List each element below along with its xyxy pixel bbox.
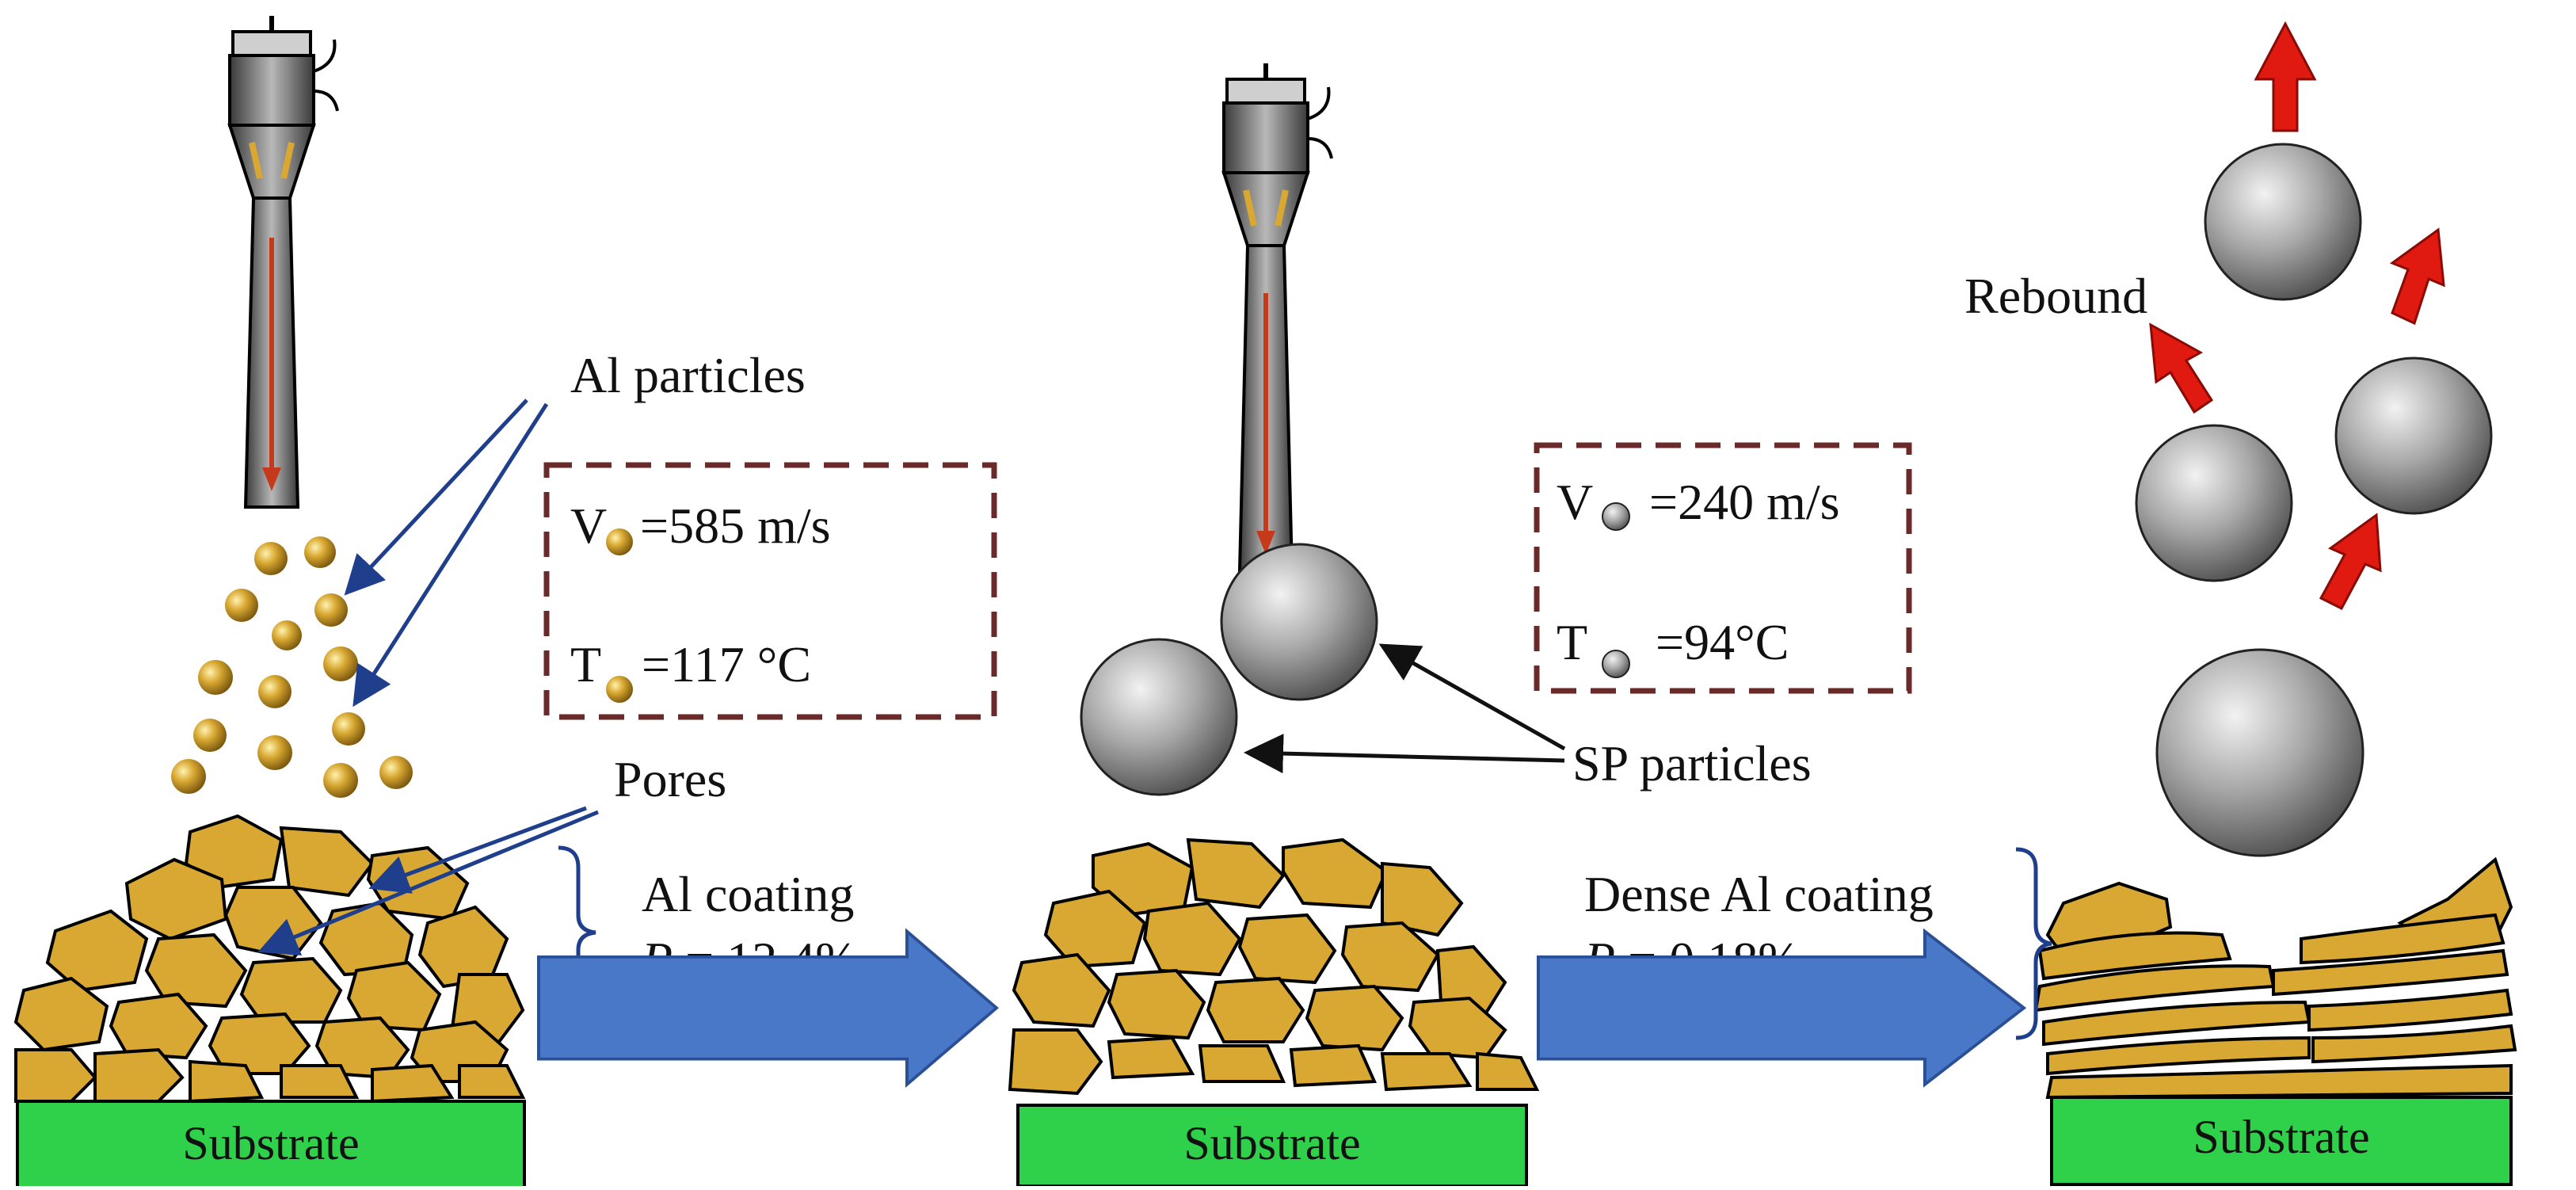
substrate-label-2: Substrate [1183,1117,1360,1169]
temperature-value-2: =94°C [1656,614,1789,670]
rebound-arrow-lower-right [2319,513,2382,610]
substrate-3 [2050,1096,2513,1186]
rebound-arrow-upper-right [2389,227,2445,326]
coating-name-1: Al coating [642,866,854,922]
process-arrow-2 [1537,928,2027,1088]
rebound-particle-top [2204,143,2362,301]
substrate-label-3: Substrate [2193,1111,2369,1163]
rebound-arrow-up [2254,21,2317,132]
temperature-value-1: =117 °C [642,636,811,692]
rebound-arrows [2149,21,2445,610]
substrate-label-1: Substrate [182,1117,359,1169]
temperature-symbol-1: T [570,636,601,692]
rebound-particle-left [2135,424,2293,582]
coating-name-2: Dense Al coating [1584,866,1934,922]
al-coating-peened [1008,837,1540,1096]
velocity-value-1: =585 m/s [640,498,831,554]
temperature-symbol-2: T [1557,614,1587,670]
sp-particles-label: SP particles [1572,735,1812,791]
pores-label: Pores [614,751,726,807]
al-coating-porous [13,814,526,1104]
rebound-arrow-left [2149,322,2214,414]
parameter-box-1 [543,462,997,720]
al-particles-pointer-2 [352,402,549,708]
spray-nozzle-1 [227,16,339,509]
sp-particle-1 [1220,543,1378,701]
process-arrow-1-label: Post shot peening [588,1065,901,1114]
al-particle-icon-t [606,676,633,703]
parameter-box-2 [1534,442,1912,694]
process-arrow-2-label: Resulting coating [1591,1065,1903,1114]
substrate-1 [16,1100,526,1190]
impacting-sp-particle [2155,648,2365,857]
substrate-2 [1016,1104,1528,1188]
rebound-particle-right [2334,357,2493,515]
dense-coating-layer [2033,856,2517,1100]
velocity-value-2: =240 m/s [1649,474,1840,530]
pores-pointer-2 [257,810,599,955]
al-particle-spray [171,536,413,798]
spray-nozzle-2 [1221,63,1333,572]
velocity-symbol-1: V [570,498,607,554]
al-particles-pointer-1 [344,399,528,596]
sp-particle-icon-t [1602,650,1630,678]
sp-particles-pointer-1 [1378,643,1566,751]
coating-bracket-2 [2015,847,2052,1040]
rebound-label: Rebound [1964,268,2147,324]
pores-pointer-1 [368,806,587,894]
velocity-symbol-2: V [1557,474,1593,530]
al-particle-icon-v [606,528,633,555]
sp-particle-2 [1080,638,1238,796]
sp-particle-icon-v [1602,502,1630,531]
sp-particles-pointer-2 [1244,734,1565,774]
process-arrow-1 [537,928,999,1089]
al-particles-label: Al particles [570,347,806,403]
